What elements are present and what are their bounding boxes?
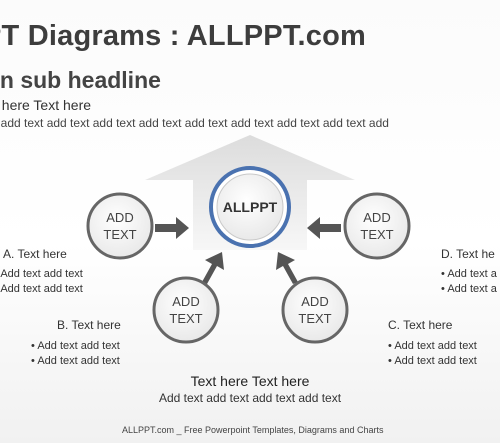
arrow-right-icon xyxy=(155,217,189,239)
circle-right: ADD TEXT xyxy=(343,192,411,260)
text-line: t add text add text add text add text ad… xyxy=(0,116,389,130)
bottom-text: Add text add text add text add text xyxy=(158,391,342,405)
label-b-bullet-2: Add text add text xyxy=(31,354,120,369)
label-d-bullets: Add text a Add text a xyxy=(441,267,497,297)
label-a-title: A. Text here xyxy=(3,247,67,261)
circle-bottom-left: ADD TEXT xyxy=(152,276,220,344)
slide-title: PT Diagrams : ALLPPT.com xyxy=(0,20,367,52)
arrow-up-right-icon xyxy=(202,252,224,284)
sub-headline: wn sub headline xyxy=(0,67,161,93)
circle-left: ADD TEXT xyxy=(86,192,154,260)
label-c-title: C. Text here xyxy=(388,318,453,332)
circle-bottom-left-line1: ADD xyxy=(172,294,199,309)
label-c-bullet-1: Add text add text xyxy=(388,339,477,354)
label-a-bullets: Add text add text Add text add text xyxy=(0,267,83,297)
circle-left-line2: TEXT xyxy=(103,227,136,242)
center-label: ALLPPT xyxy=(223,199,278,215)
label-d-bullet-1: Add text a xyxy=(441,267,497,282)
text-heading: t here Text here xyxy=(0,97,92,113)
circle-bottom-right: ADD TEXT xyxy=(281,276,349,344)
footer-text: ALLPPT.com _ Free Powerpoint Templates, … xyxy=(122,425,384,435)
label-b-title: B. Text here xyxy=(57,318,121,332)
bottom-title: Text here Text here xyxy=(190,373,310,389)
circle-bottom-right-line1: ADD xyxy=(301,294,328,309)
label-c-bullets: Add text add text Add text add text xyxy=(388,339,477,369)
circle-left-line1: ADD xyxy=(106,210,133,225)
arrow-up-left-icon xyxy=(276,252,298,284)
circle-bottom-left-line2: TEXT xyxy=(169,311,202,326)
label-a-bullet-1: Add text add text xyxy=(0,267,83,282)
circle-right-line2: TEXT xyxy=(360,227,393,242)
circle-right-line1: ADD xyxy=(363,210,390,225)
label-b-bullets: Add text add text Add text add text xyxy=(31,339,120,369)
arrow-left-icon xyxy=(307,217,341,239)
label-b-bullet-1: Add text add text xyxy=(31,339,120,354)
circle-bottom-right-line2: TEXT xyxy=(298,311,331,326)
label-c-bullet-2: Add text add text xyxy=(388,354,477,369)
label-d-bullet-2: Add text a xyxy=(441,282,497,297)
label-d-title: D. Text he xyxy=(441,247,495,261)
label-a-bullet-2: Add text add text xyxy=(0,282,83,297)
